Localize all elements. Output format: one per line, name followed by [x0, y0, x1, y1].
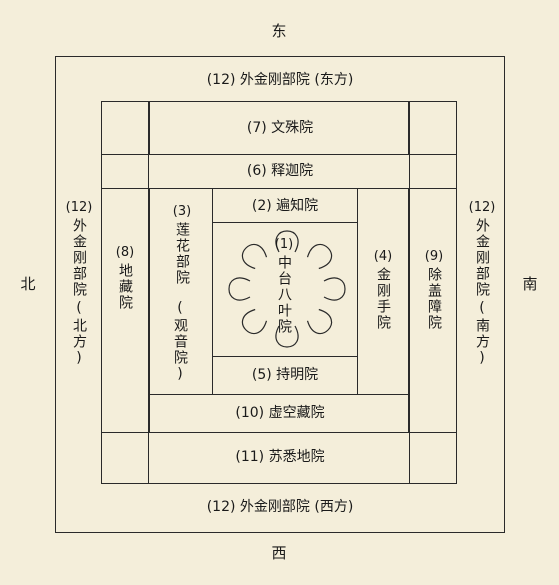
court-4-label: (4) 金刚手院: [374, 250, 392, 331]
court-4-name: 金刚手院: [374, 267, 391, 331]
court-12-north-number: (12): [65, 200, 93, 215]
court-9-label: (9) 除盖障院: [425, 250, 443, 331]
court-9-number: (9): [424, 249, 444, 264]
court-12-south-number: (12): [468, 200, 496, 215]
court-12-east-label: (12) 外金刚部院 (东方): [206, 72, 354, 88]
court-9-name: 除盖障院: [425, 267, 442, 331]
court-3-label: (3) 莲花部院: [173, 205, 191, 286]
court-11-label: (11) 苏悉地院: [235, 449, 325, 465]
court-12-north-sub: (北方): [71, 300, 87, 368]
court-7-label: (7) 文殊院: [246, 120, 314, 136]
court-6-label: (6) 释迦院: [246, 163, 314, 179]
court-12-south-label: (12) 外金刚部院 (南方): [469, 201, 496, 368]
court-4-number: (4): [373, 249, 393, 264]
court-12-south-sub: (南方): [474, 300, 490, 368]
court-12-north-label: (12) 外金刚部院 (北方): [66, 201, 93, 368]
court-8-label: (8) 地藏院: [116, 246, 134, 311]
direction-west: 西: [271, 544, 287, 562]
outer-frame: [55, 56, 505, 533]
court-3-sub-label: (观音院): [172, 300, 188, 384]
court-5-label: (5) 持明院: [251, 367, 319, 383]
court-10-label: (10) 虚空藏院: [235, 405, 325, 421]
court-1-label: (1) 中台八叶院: [275, 238, 293, 335]
court-3-sub: (观音院): [172, 300, 188, 384]
court-2-label: (2) 遍知院: [251, 198, 319, 214]
court-12-south-name: 外金刚部院: [474, 218, 490, 298]
court-3-name: 莲花部院: [173, 222, 190, 286]
court-8-name: 地藏院: [116, 263, 133, 311]
direction-south: 南: [522, 275, 538, 293]
court-5-box: [212, 356, 358, 395]
direction-east: 东: [271, 22, 287, 40]
court-3-number: (3): [172, 204, 192, 219]
court-12-north-name: 外金刚部院: [71, 218, 87, 298]
court-12-west-label: (12) 外金刚部院 (西方): [206, 499, 354, 515]
court-1-name: 中台八叶院: [275, 255, 292, 335]
direction-north: 北: [20, 275, 36, 293]
court-1-number: (1): [274, 237, 294, 252]
court-8-number: (8): [115, 245, 135, 260]
lotus-icon: [228, 230, 346, 348]
